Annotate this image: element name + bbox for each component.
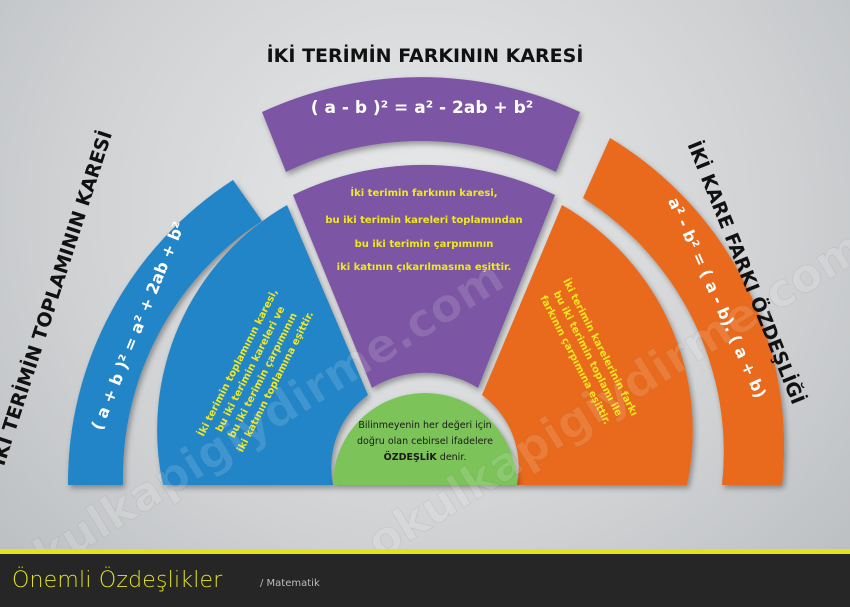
outer-band-top [262, 77, 580, 172]
inner-segment-left [157, 205, 368, 485]
outer-band-left [67, 180, 262, 485]
center-semicircle [333, 393, 517, 485]
center-definition: Bilinmeyenin her değeri için doğru olan … [357, 420, 493, 463]
center-line-3: ÖZDEŞLİK denir. [384, 452, 467, 463]
center-tail: denir. [437, 452, 467, 463]
outer-band-right [583, 138, 785, 485]
footer-bar: Önemli Özdeşlikler / Matematik [0, 549, 850, 607]
footer-title: Önemli Özdeşlikler [12, 568, 223, 593]
description-middle-line: iki katının çıkarılmasına eşittir. [337, 262, 512, 273]
center-line-1: Bilinmeyenin her değeri için [358, 420, 491, 431]
inner-segment-middle [293, 164, 555, 388]
description-middle-line: bu iki terimin çarpımının [355, 239, 494, 250]
footer-subtitle: / Matematik [260, 578, 320, 589]
description-middle-line: bu iki terimin kareleri toplamından [325, 215, 522, 226]
center-line-2: doğru olan cebirsel ifadelere [357, 436, 493, 447]
description-middle: İki terimin farkının karesi, bu iki teri… [325, 185, 522, 273]
center-bold-term: ÖZDEŞLİK [384, 452, 438, 463]
description-middle-line: İki terimin farkının karesi, [350, 185, 497, 199]
title-top: İKİ TERİMİN FARKININ KARESİ [267, 43, 584, 67]
formula-diff-square: ( a - b )² = a² - 2ab + b² [311, 98, 533, 118]
inner-segment-right [482, 205, 693, 485]
